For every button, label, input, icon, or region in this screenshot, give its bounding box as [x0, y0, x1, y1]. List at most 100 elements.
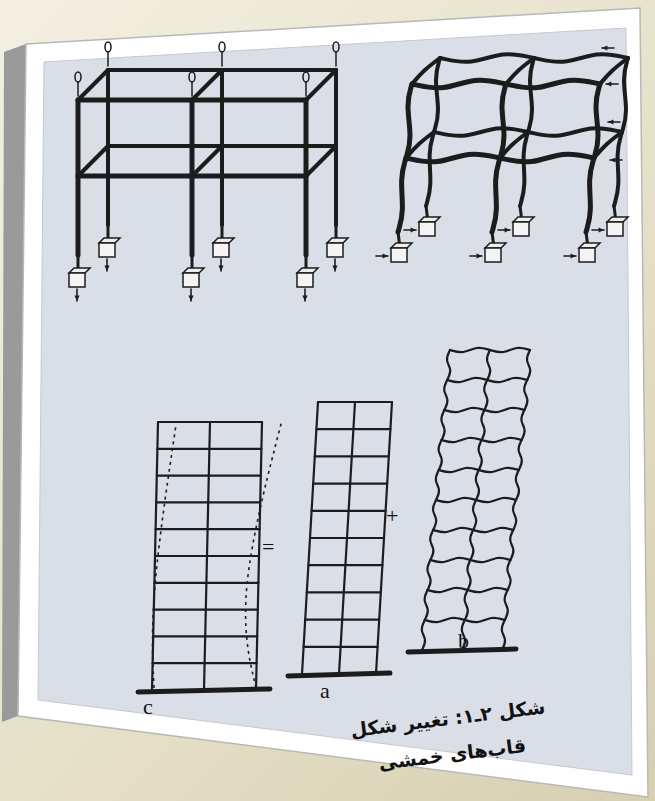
frame-member	[425, 590, 428, 620]
frame-member	[78, 70, 108, 100]
frame-member	[339, 402, 355, 674]
frame-member	[302, 402, 318, 674]
frame-member	[479, 468, 519, 472]
load-arrow	[599, 227, 604, 232]
load-arrow	[74, 296, 79, 301]
panel-label: a	[320, 680, 330, 702]
frame-member	[107, 52, 109, 66]
figure-caption: شکل ۲ـ۱: تغییر شکل قاب‌های خمشی	[331, 686, 568, 786]
load-arrow	[104, 266, 109, 271]
frame-member	[304, 100, 309, 255]
load-arrow	[218, 266, 223, 271]
load-arrow	[302, 296, 307, 301]
frame-member	[506, 80, 600, 88]
frame-member	[447, 350, 450, 380]
frame-member	[427, 560, 430, 590]
frame-member	[406, 154, 500, 162]
frame-member	[256, 422, 262, 690]
frame-member	[519, 440, 522, 470]
frame-member	[430, 530, 433, 560]
frame-member	[444, 408, 484, 412]
panel-label: b	[458, 630, 469, 652]
frame-member	[594, 84, 600, 158]
frame-member	[439, 468, 479, 472]
frame-member	[441, 410, 444, 440]
frame-member	[77, 82, 79, 96]
frame-member	[520, 132, 528, 206]
frame-member	[468, 588, 508, 592]
frame-member	[444, 380, 447, 410]
frame-member	[622, 58, 628, 132]
frame-member	[192, 146, 222, 176]
frame-member	[487, 350, 490, 380]
frame-member	[450, 348, 490, 352]
frame-member	[204, 422, 210, 690]
frame-member	[500, 154, 594, 162]
frame-member	[521, 410, 524, 440]
frame-member	[306, 70, 336, 100]
frame-member	[528, 128, 622, 136]
frame-member	[440, 54, 534, 62]
footing	[99, 243, 115, 257]
frame-member	[465, 590, 468, 620]
frame-member	[152, 422, 158, 690]
frame-member	[398, 158, 406, 232]
load-arrow	[606, 81, 611, 86]
footing	[297, 273, 313, 287]
frame-member	[425, 618, 465, 622]
load-arrow	[383, 253, 388, 258]
load-arrow	[505, 227, 510, 232]
frame-member	[335, 52, 337, 66]
frame-member	[426, 132, 434, 206]
frame-member	[482, 438, 522, 442]
panel-ground	[38, 28, 632, 775]
frame-member	[430, 558, 470, 562]
frame-member	[442, 438, 482, 442]
frame-member	[422, 620, 425, 650]
load-arrow	[332, 266, 337, 271]
frame-member	[470, 530, 473, 560]
frame-member	[306, 146, 336, 176]
frame-member	[534, 54, 628, 62]
frame-member	[487, 378, 527, 382]
footing	[607, 222, 623, 236]
panel-frame	[18, 8, 648, 797]
frame-member	[507, 560, 510, 590]
equation-symbol: +	[386, 505, 398, 527]
footing	[579, 248, 595, 262]
footing	[419, 222, 435, 236]
frame-member	[528, 58, 534, 132]
frame-member	[600, 58, 628, 84]
footing	[213, 243, 229, 257]
frame-member	[476, 498, 516, 502]
frame-member	[221, 52, 223, 66]
frame-member	[465, 618, 505, 622]
frame-member	[78, 146, 108, 176]
frame-member	[288, 673, 390, 676]
frame-member	[191, 82, 193, 96]
frame-member	[305, 82, 307, 96]
frame-member	[490, 348, 530, 352]
frame-member	[586, 158, 594, 232]
frame-member	[412, 58, 440, 84]
frame-member	[433, 528, 473, 532]
load-arrow	[602, 45, 607, 50]
frame-member	[479, 440, 482, 470]
frame-member	[614, 132, 622, 206]
footing	[513, 222, 529, 236]
frames	[69, 42, 628, 692]
frame-member	[428, 588, 468, 592]
gravity-load	[189, 72, 195, 82]
equation-symbol: =	[262, 536, 274, 558]
frame-member	[76, 100, 81, 255]
frame-member	[436, 498, 476, 502]
frame-member	[436, 470, 439, 500]
load-arrow	[411, 227, 416, 232]
frame-member	[439, 440, 442, 470]
frame-member	[505, 590, 508, 620]
frame-member	[492, 158, 500, 232]
frame-member	[434, 58, 440, 132]
gravity-load	[105, 42, 111, 52]
load-arrow	[188, 296, 193, 301]
gravity-load	[303, 72, 309, 82]
